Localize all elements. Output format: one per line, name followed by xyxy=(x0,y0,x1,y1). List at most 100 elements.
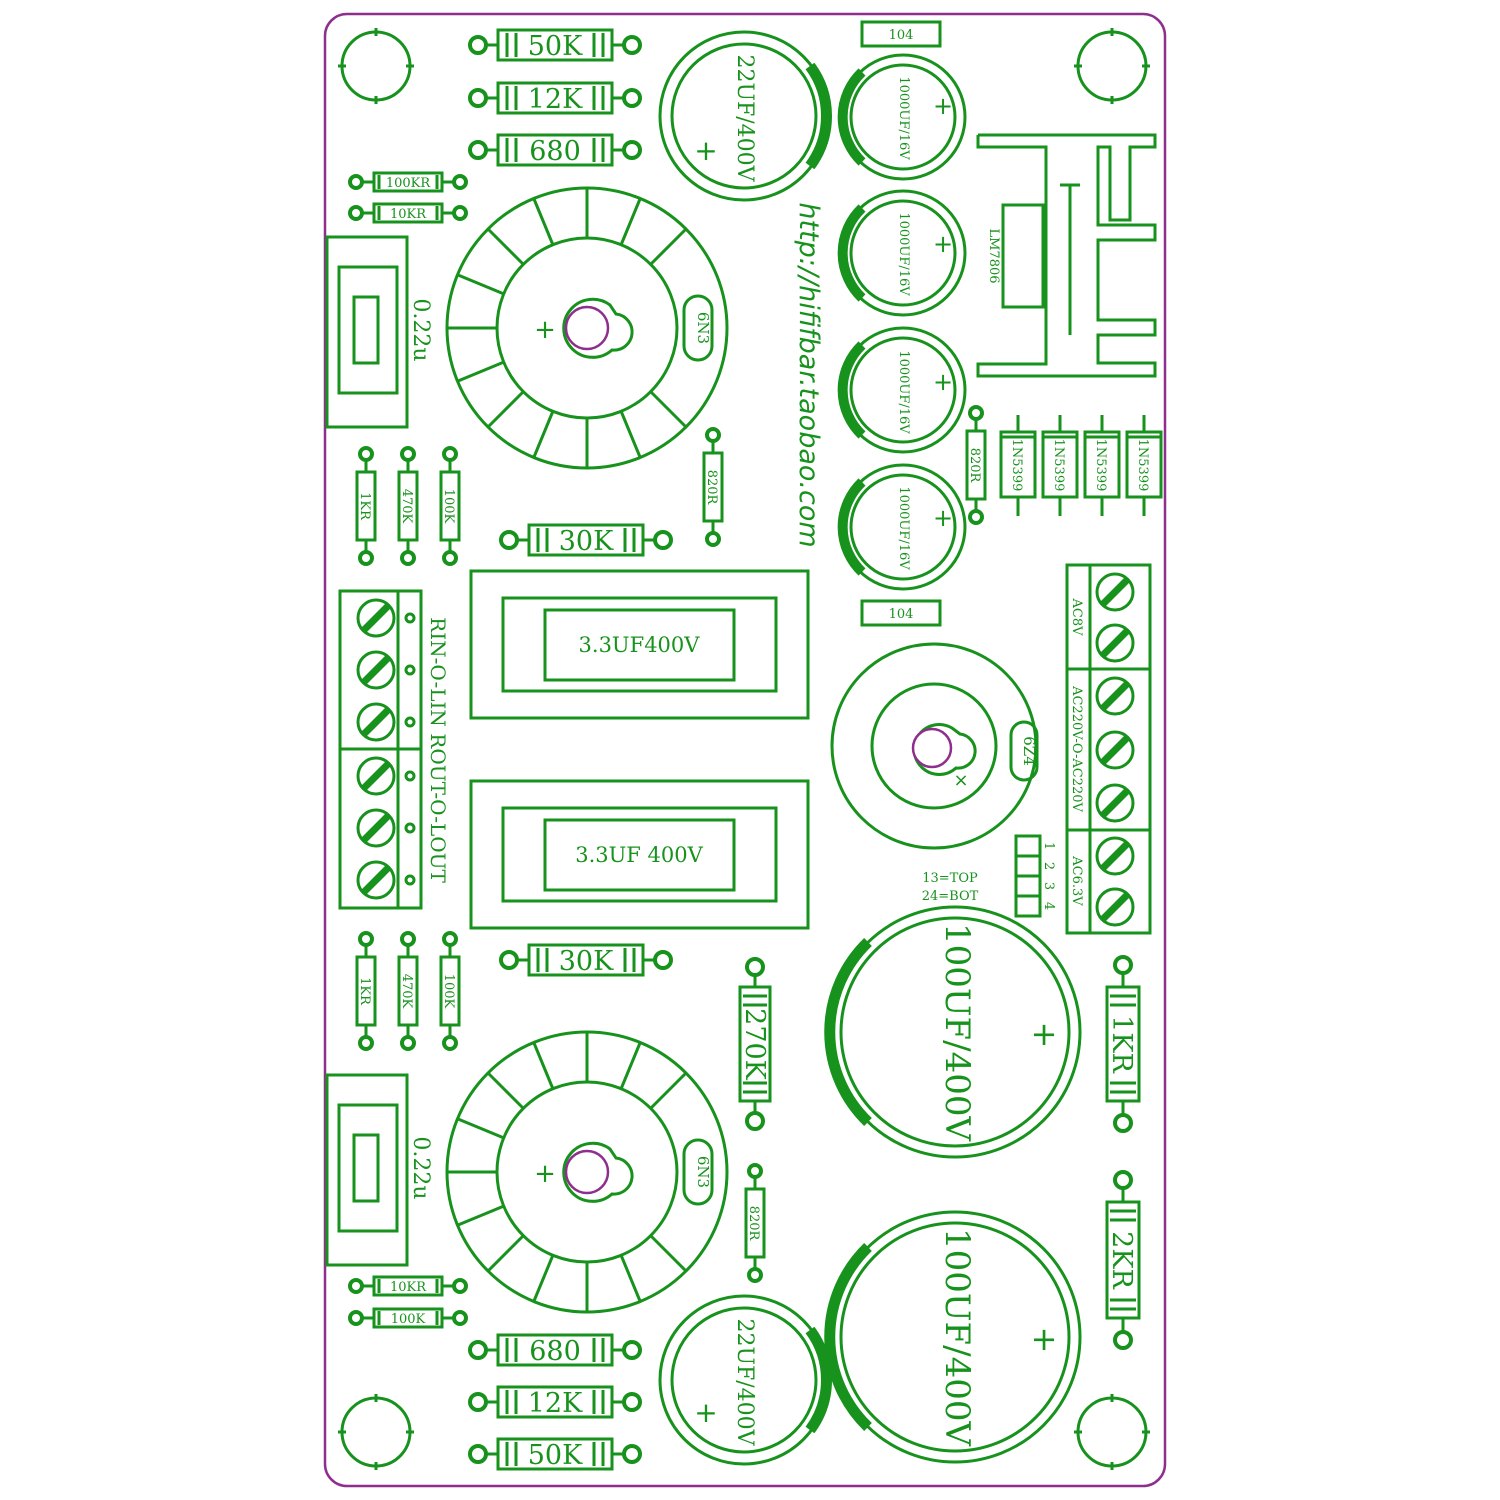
plus-mark: + xyxy=(694,134,717,167)
capacitor-1000uf-2: 1000UF/16V + xyxy=(837,189,967,317)
tube-socket-6z4: × 6Z4 xyxy=(830,642,1039,850)
jumper-legend: 24=BOT xyxy=(922,889,979,904)
resistor-100k-upper: 100K xyxy=(439,446,461,566)
resistor-50k-bottom: 50K xyxy=(468,1437,642,1471)
regulator-label: LM7806 xyxy=(986,228,1001,283)
capacitor-value: 100UF/400V xyxy=(937,923,977,1142)
tube-socket-6n3-lower: + 6N3 xyxy=(445,1030,729,1314)
mounting-hole-br xyxy=(1074,1394,1150,1470)
capacitor-100uf-upper: 100UF/400V + xyxy=(824,905,1082,1159)
capacitor-value: 0.22u xyxy=(408,298,433,361)
capacitor-value: 1000UF/16V xyxy=(896,350,911,434)
connector-label: AC220V-O-AC220V xyxy=(1069,685,1084,812)
website-label: http://hififbar.taobao.com xyxy=(793,202,824,547)
resistor-value: 470K xyxy=(399,489,414,524)
resistor-12k-bottom: 12K xyxy=(468,1385,642,1419)
resistor-470k-upper: 470K xyxy=(397,446,419,566)
resistor-10kr-bottom: 10KR xyxy=(348,1275,468,1297)
resistor-value: 100KR xyxy=(386,176,432,191)
film-capacitor-lower: 3.3UF 400V xyxy=(469,779,810,930)
resistor-value: 10KR xyxy=(390,207,427,222)
resistor-value: 30K xyxy=(559,946,614,977)
resistor-820r-right: 820R xyxy=(965,405,987,525)
diode-1n5399-1: 1N5399 xyxy=(999,415,1037,516)
resistor-value: 30K xyxy=(559,526,614,557)
tube-label: 6N3 xyxy=(694,1156,712,1188)
capacitor-value: 1000UF/16V xyxy=(896,486,911,570)
resistor-value: 1KR xyxy=(357,492,372,521)
capacitor-value: 104 xyxy=(889,607,914,622)
plus-mark: + xyxy=(1031,1015,1058,1053)
resistor-680-bottom: 680 xyxy=(468,1333,642,1367)
terminal-block-signal: RIN-O-LIN ROUT-O-LOUT xyxy=(338,589,450,910)
tube-label: 6N3 xyxy=(694,312,712,344)
diode-label: 1N5399 xyxy=(1009,439,1024,492)
resistor-2kr-right: 2KR xyxy=(1105,1170,1141,1350)
regulator-lm7806: LM7806 xyxy=(976,133,1157,378)
capacitor-022u-upper: 0.22u xyxy=(325,235,433,429)
connector-label: AC6.3V xyxy=(1069,855,1084,906)
resistor-value: 820R xyxy=(967,448,982,484)
capacitor-1000uf-1: 1000UF/16V + xyxy=(837,53,967,181)
board-outline xyxy=(323,12,1167,1488)
capacitor-value: 104 xyxy=(889,28,914,43)
resistor-value: 12K xyxy=(528,84,583,115)
diode-1n5399-4: 1N5399 xyxy=(1125,415,1163,516)
capacitor-value: 22UF/400V xyxy=(732,1318,757,1446)
resistor-value: 50K xyxy=(528,31,583,62)
resistor-270k: 270K xyxy=(738,957,772,1131)
mounting-hole-tr xyxy=(1074,28,1150,104)
jumper-number: 1 xyxy=(1041,842,1056,850)
plus-mark: + xyxy=(1031,1320,1058,1358)
jumper-block: 1 2 3 4 13=TOP 24=BOT xyxy=(922,834,1056,918)
diode-label: 1N5399 xyxy=(1051,439,1066,492)
capacitor-value: 3.3UF400V xyxy=(579,633,701,657)
capacitor-value: 22UF/400V xyxy=(732,54,757,182)
pin-mark: × xyxy=(953,770,968,791)
resistor-100kr-top: 100KR xyxy=(348,171,468,193)
resistor-100k-bottom: 100K xyxy=(348,1307,468,1329)
capacitor-value: 1000UF/16V xyxy=(896,76,911,160)
diode-1n5399-3: 1N5399 xyxy=(1083,415,1121,516)
jumper-number: 3 xyxy=(1041,882,1056,890)
capacitor-22uf-top: 22UF/400V + xyxy=(658,30,832,202)
resistor-value: 470K xyxy=(399,974,414,1009)
capacitor-value: 3.3UF 400V xyxy=(575,843,703,867)
resistor-value: 1KR xyxy=(1106,1015,1137,1073)
mounting-hole-tl xyxy=(338,28,414,104)
capacitor-value: 100UF/400V xyxy=(937,1228,977,1447)
resistor-value: 680 xyxy=(529,136,581,167)
resistor-470k-lower: 470K xyxy=(397,931,419,1051)
resistor-1kr-upper: 1KR xyxy=(355,446,377,566)
capacitor-value: 0.22u xyxy=(408,1136,433,1199)
capacitor-value: 1000UF/16V xyxy=(896,212,911,296)
resistor-value: 820R xyxy=(704,470,719,506)
film-capacitor-upper: 3.3UF400V xyxy=(469,569,810,720)
jumper-number: 2 xyxy=(1041,862,1056,870)
plus-mark: + xyxy=(933,230,953,258)
resistor-value: 1KR xyxy=(357,977,372,1006)
plus-mark: + xyxy=(534,1159,556,1189)
resistor-100k-lower: 100K xyxy=(439,931,461,1051)
resistor-value: 10KR xyxy=(390,1280,427,1295)
resistor-value: 12K xyxy=(528,1388,583,1419)
resistor-820r-lower: 820R xyxy=(744,1163,766,1283)
connector-label: RIN-O-LIN ROUT-O-LOUT xyxy=(426,617,450,883)
resistor-1kr-lower: 1KR xyxy=(355,931,377,1051)
jumper-number: 4 xyxy=(1041,902,1056,910)
resistor-value: 680 xyxy=(529,1336,581,1367)
resistor-50k-top: 50K xyxy=(468,28,642,62)
jumper-legend: 13=TOP xyxy=(922,871,978,886)
resistor-value: 100K xyxy=(391,1312,426,1327)
capacitor-104-top: 104 xyxy=(860,20,942,48)
tube-label: 6Z4 xyxy=(1020,736,1038,766)
capacitor-022u-lower: 0.22u xyxy=(325,1073,433,1267)
resistor-30k-lower: 30K xyxy=(499,943,673,977)
capacitor-100uf-lower: 100UF/400V + xyxy=(824,1210,1082,1464)
plus-mark: + xyxy=(933,92,953,120)
resistor-820r-upper: 820R xyxy=(702,427,724,547)
resistor-value: 100K xyxy=(441,974,456,1009)
resistor-value: 820R xyxy=(746,1206,761,1242)
resistor-12k-top: 12K xyxy=(468,81,642,115)
